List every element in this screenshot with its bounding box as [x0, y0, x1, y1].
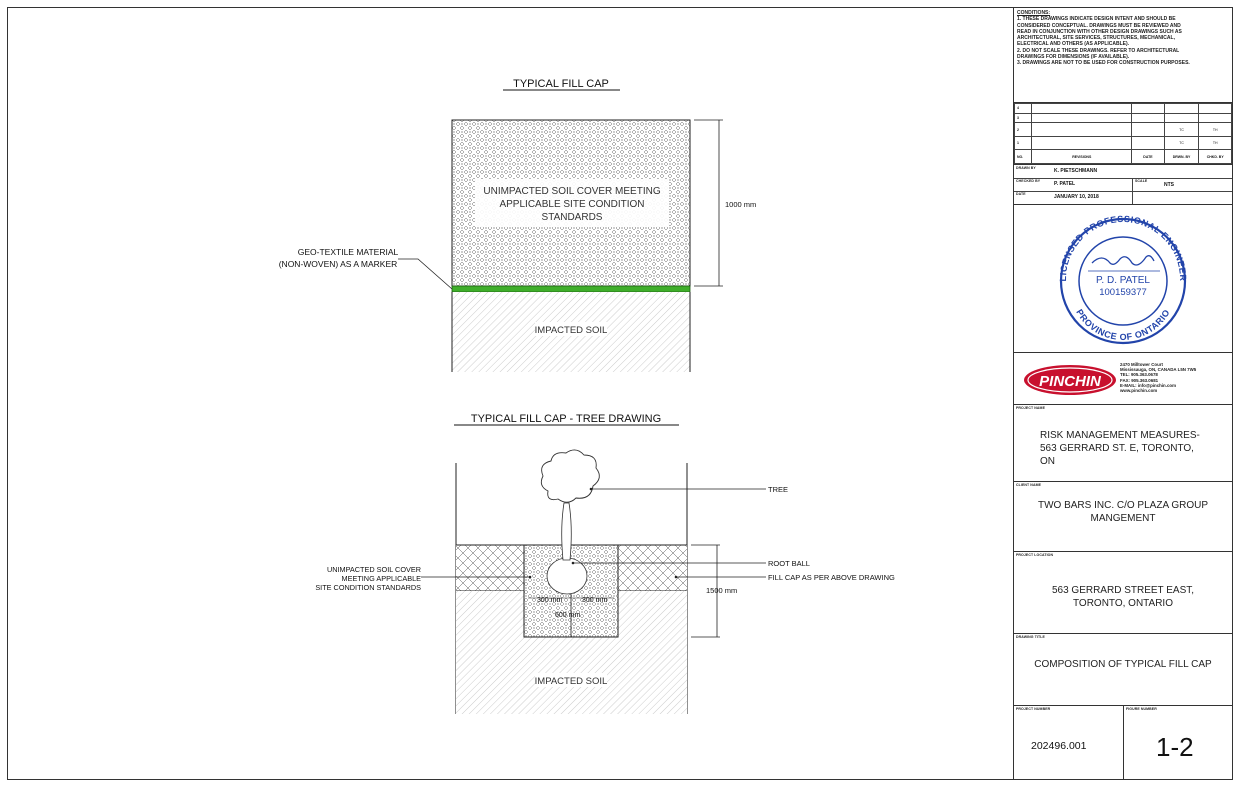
dimension-1000: 1000 mm [725, 200, 756, 209]
scale-label: SCALE [1135, 179, 1148, 183]
unimpacted-cover-label-1: UNIMPACTED SOIL COVER [327, 565, 421, 574]
drawing-title-section: DRAWING TITLE COMPOSITION OF TYPICAL FIL… [1014, 634, 1232, 706]
project-name-line1: RISK MANAGEMENT MEASURES- [1040, 430, 1200, 441]
project-location-line2: TORONTO, ONTARIO [1072, 598, 1173, 609]
rev-checked: TH [1198, 135, 1232, 151]
project-name-line3: ON [1040, 456, 1055, 467]
address-line: www.pinchin.com [1120, 388, 1158, 394]
project-location-label: PROJECT LOCATION [1016, 553, 1054, 557]
drawing-title: COMPOSITION OF TYPICAL FILL CAP [1034, 659, 1212, 670]
revisions-table: 4 3 2 TC TH 1 [1013, 103, 1232, 165]
cover-label-line3: STANDARDS [542, 212, 603, 223]
condition-line: CONSIDERED CONCEPTUAL. DRAWINGS MUST BE … [1017, 22, 1181, 29]
dim-600: 600 mm [555, 612, 580, 619]
condition-line: 3. DRAWINGS ARE NOT TO BE USED FOR CONST… [1017, 60, 1190, 67]
rev-header: DRWN. BY [1163, 149, 1200, 164]
impacted-soil-label-2: IMPACTED SOIL [535, 676, 608, 687]
rev-mark: 2 [1013, 122, 1033, 137]
drawn-checked-date: DRAWN BY K. PIETSCHMANN CHECKED BY P. PA… [1014, 165, 1232, 205]
geotextile-marker-layer [451, 285, 691, 293]
rev-header: REVISIONS [1031, 149, 1133, 164]
client-name-line2: MANGEMENT [1090, 513, 1156, 524]
stamp-number: 100159377 [1099, 287, 1147, 298]
scale: NTS [1164, 182, 1174, 188]
signature-mark [1091, 255, 1155, 266]
drawing2-title: TYPICAL FILL CAP - TREE DRAWING [471, 413, 661, 425]
drawn-by: K. PIETSCHMANN [1054, 168, 1098, 174]
condition-line: READ IN CONJUNCTION WITH OTHER DESIGN DR… [1017, 28, 1182, 35]
date: JANUARY 10, 2018 [1054, 194, 1099, 200]
project-location-line1: 563 GERRARD STREET EAST, [1051, 585, 1195, 596]
client-name-label: CLIENT NAME [1016, 483, 1042, 487]
drawn-by-label: DRAWN BY [1016, 166, 1036, 170]
unimpacted-cover-label-3: SITE CONDITION STANDARDS [315, 583, 421, 592]
rev-header: CHKD. BY [1198, 149, 1232, 164]
fill-cap-label: FILL CAP AS PER ABOVE DRAWING [768, 573, 895, 582]
drawing-canvas: TYPICAL FILL CAP UNIMPACTED SOIL COVER M… [279, 78, 895, 714]
figure-number-label: FIGURE NUMBER [1126, 707, 1157, 711]
project-number-label: PROJECT NUMBER [1016, 707, 1051, 711]
numbers-section: PROJECT NUMBER FIGURE NUMBER 202496.001 … [1014, 706, 1232, 779]
date-label: DATE [1016, 192, 1026, 196]
title-block: CONDITIONS: 1. THESE DRAWINGS INDICATE D… [1013, 7, 1233, 780]
geotextile-label-line2: (NON-WOVEN) AS A MARKER [279, 259, 398, 269]
cover-label-line1: UNIMPACTED SOIL COVER MEETING [483, 186, 660, 197]
dimension-1500: 1500 mm [706, 586, 737, 595]
address-line: TEL: 905.363.0678 [1120, 372, 1158, 378]
client-name-section: CLIENT NAME TWO BARS INC. C/O PLAZA GROU… [1014, 482, 1232, 552]
rev-mark: 3 [1013, 112, 1033, 124]
client-name-line1: TWO BARS INC. C/O PLAZA GROUP [1037, 500, 1209, 511]
drawing-title-label: DRAWING TITLE [1016, 635, 1045, 639]
address-line: Mississauga, ON, CANADA L5N 7W5 [1120, 367, 1197, 373]
company-logo: PINCHIN [1024, 365, 1116, 395]
address-line: FAX: 905.363.0681 [1120, 377, 1159, 383]
dim-300-right: 300 mm [582, 597, 607, 604]
address-line: 2470 Milltower Court [1120, 362, 1163, 367]
logo-text: PINCHIN [1039, 373, 1102, 390]
condition-line: 1. THESE DRAWINGS INDICATE DESIGN INTENT… [1017, 16, 1176, 23]
project-number: 202496.001 [1031, 740, 1087, 752]
project-name-line2: 563 GERRARD ST. E, TORONTO, [1040, 443, 1194, 454]
checked-by-label: CHECKED BY [1016, 179, 1041, 183]
rev-checked: TH [1198, 122, 1232, 137]
rev-drawn: TC [1163, 122, 1200, 137]
project-name-section: PROJECT NAME RISK MANAGEMENT MEASURES- 5… [1014, 405, 1232, 482]
condition-line: 2. DO NOT SCALE THESE DRAWINGS. REFER TO… [1017, 47, 1180, 54]
conditions-heading: CONDITIONS: [1017, 10, 1051, 16]
drawing-area: TYPICAL FILL CAP UNIMPACTED SOIL COVER M… [7, 7, 1014, 780]
tree-crown [540, 449, 600, 503]
rev-header: NO. [1013, 149, 1033, 164]
project-location-section: PROJECT LOCATION 563 GERRARD STREET EAST… [1014, 552, 1232, 634]
tree-label: TREE [768, 485, 788, 494]
engineer-stamp: LICENSED PROFESSIONAL ENGINEER PROVINCE … [1058, 214, 1188, 345]
stamp-name: P. D. PATEL [1096, 275, 1150, 286]
rev-drawn: TC [1163, 135, 1200, 151]
engineer-stamp-section: LICENSED PROFESSIONAL ENGINEER PROVINCE … [1014, 205, 1232, 353]
root-ball [546, 557, 588, 595]
dim-300-left: 300 mm [537, 597, 562, 604]
project-name-label: PROJECT NAME [1016, 406, 1046, 410]
company-section: PINCHIN 2470 Milltower Court Mississauga… [1014, 353, 1232, 405]
geotextile-label-line1: GEO-TEXTILE MATERIAL [298, 247, 399, 257]
rev-mark: 1 [1013, 135, 1033, 151]
rev-header: DATE [1131, 149, 1165, 164]
root-ball-label: ROOT BALL [768, 559, 810, 568]
conditions-notes: CONDITIONS: 1. THESE DRAWINGS INDICATE D… [1014, 8, 1232, 103]
condition-line: DRAWINGS FOR DIMENSIONS (IF AVAILABLE). [1017, 54, 1130, 61]
rev-mark: 4 [1013, 103, 1033, 114]
impacted-soil-label-1: IMPACTED SOIL [535, 325, 608, 336]
condition-line: ARCHITECTURAL, SITE SERVICES, STRUCTURES… [1017, 35, 1175, 42]
unimpacted-cover-label-2: MEETING APPLICABLE [342, 574, 422, 583]
drawing1-title: TYPICAL FILL CAP [513, 78, 609, 90]
company-address: 2470 Milltower Court Mississauga, ON, CA… [1120, 362, 1230, 393]
condition-line: ELECTRICAL AND OTHERS (AS APPLICABLE). [1017, 41, 1130, 48]
checked-by: P. PATEL [1054, 181, 1076, 187]
address-line: E-MAIL: info@pinchin.com [1120, 382, 1176, 388]
figure-number: 1-2 [1156, 732, 1194, 762]
cover-label-line2: APPLICABLE SITE CONDITION [499, 199, 644, 210]
